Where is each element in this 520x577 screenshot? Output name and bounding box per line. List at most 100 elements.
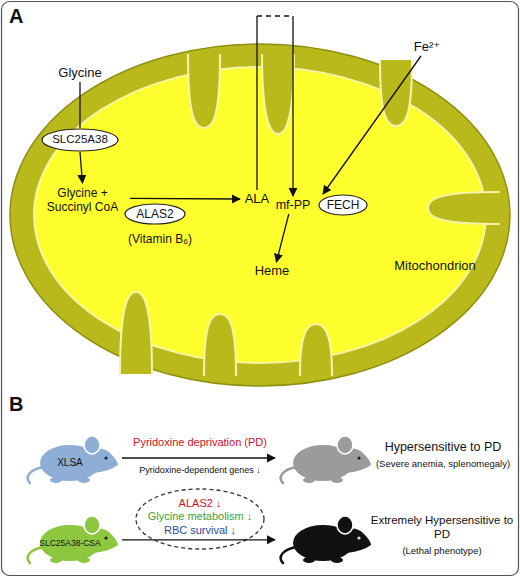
panel-letter: A (9, 4, 39, 28)
connector (257, 16, 293, 196)
mouse-tail (281, 547, 297, 563)
connector (122, 539, 275, 540)
crista-edge (204, 314, 236, 376)
effects-oval: ALAS2 ↓Glycine metabolism ↓RBC survival … (135, 488, 265, 550)
connector-segment (257, 15, 293, 16)
connector-segment (79, 82, 80, 128)
metabolite-label: Glycine (52, 64, 108, 82)
crista-edge (262, 54, 294, 134)
dashed-ellipse (136, 489, 264, 549)
mouse-tail (281, 467, 297, 483)
text-box: Mitochondrion (378, 256, 492, 276)
node-text: SLC25A38 (52, 133, 108, 147)
crista-edge (428, 192, 500, 224)
mouse-model: SLC25A38-CSA (22, 505, 122, 565)
node-text: Mitochondrion (394, 258, 476, 274)
mouse-shape (275, 425, 375, 485)
node-text: SLC25A38-CSA (39, 538, 100, 548)
product-label: Heme (250, 262, 294, 280)
node-text: Extremely Hypersensitive to PD (367, 514, 517, 542)
metabolite-label: ALA (240, 190, 274, 208)
mouse-ear (337, 436, 353, 454)
metabolite-label: Fe²⁺ (412, 38, 442, 56)
connector-segment (256, 16, 257, 190)
text-box: XLSA (48, 455, 92, 471)
node-subtext: (Severe anemia, splenomegaly) (376, 458, 510, 469)
text-box: Hypersensitive to PD (Severe anemia, sple… (369, 431, 517, 479)
metabolite-label: mf-PP (272, 196, 314, 214)
connector-segment (292, 16, 293, 196)
mouse-eye (104, 456, 107, 459)
outer-membrane (10, 44, 510, 386)
node-subtext: RBC survival ↓ (164, 524, 236, 537)
text-box: ALAS2 ↓Glycine metabolism ↓RBC survival … (135, 494, 265, 540)
connector-segment (323, 56, 421, 194)
node-text: ALA (245, 191, 270, 207)
node-text: Glycine + Succinyl CoA (35, 186, 130, 215)
text-box: ALAS2 (124, 203, 186, 225)
node-text: FECH (327, 198, 360, 212)
crista (428, 192, 500, 224)
mouse-eye (357, 536, 360, 539)
mito-shape (8, 42, 512, 388)
node-text: Heme (255, 263, 290, 279)
matrix (34, 67, 486, 363)
crista (188, 54, 220, 128)
panel-letter: B (9, 392, 39, 416)
crista-edge (188, 54, 220, 128)
mitochondrion: Mitochondrion SLC25A38Glycine + Succinyl … (8, 42, 512, 388)
node-text: XLSA (57, 457, 83, 469)
mouse-shape (22, 505, 122, 565)
text-box: SLC25A38 (41, 128, 119, 152)
oval-outline (319, 195, 367, 215)
mouse-tail (28, 547, 44, 563)
mouse-shape (22, 425, 122, 485)
crista (120, 292, 152, 374)
node-text: mf-PP (276, 198, 311, 213)
mouse-model: XLSA (22, 425, 122, 485)
text-box: Extremely Hypersensitive to PD (Lethal ph… (367, 509, 517, 561)
text-box: Heme (250, 262, 294, 280)
enzyme-oval: ALAS2 (124, 203, 186, 225)
node-text: Hypersensitive to PD (385, 440, 502, 455)
transporter-oval: SLC25A38 (41, 128, 119, 152)
connector (80, 152, 83, 183)
node-text: ALAS2 (136, 207, 173, 221)
node-text: Glycine (58, 65, 101, 81)
connector-segment (276, 214, 288, 262)
text-box: mf-PP (272, 196, 314, 214)
annotation: Pyridoxine-dependent genes ↓ (110, 465, 290, 476)
text-box: Glycine + Succinyl CoA (35, 183, 130, 217)
mouse-ear (337, 516, 353, 534)
crista-edge (120, 292, 152, 374)
crista (300, 324, 332, 376)
text-box: Glycine (52, 64, 108, 82)
connector-segment (122, 539, 275, 540)
mouse-eye (104, 536, 107, 539)
mouse-ear (84, 436, 100, 454)
node-text: Fe²⁺ (414, 39, 440, 55)
oval-outline (42, 129, 118, 151)
node-text: ALAS2 ↓ (179, 497, 222, 510)
mouse-eye (357, 456, 360, 459)
enzyme-oval: FECH (318, 194, 368, 216)
crista (380, 60, 412, 126)
mouse-outcome: Hypersensitive to PD (Severe anemia, sple… (275, 425, 517, 485)
connector (130, 198, 240, 200)
crista-edge (380, 60, 412, 126)
connector-segment (122, 457, 275, 458)
mouse-tail (28, 467, 44, 483)
node-subtext: Glycine metabolism ↓ (148, 510, 253, 523)
crista (262, 54, 294, 134)
text-box: ALA (240, 190, 274, 208)
connector-segment (80, 152, 83, 183)
connector (323, 56, 421, 194)
oval-outline (125, 204, 185, 224)
text-box: SLC25A38-CSA (34, 535, 106, 551)
node-subtext: (Lethal phenotype) (402, 545, 481, 556)
connector (122, 458, 275, 459)
crista-edge (300, 324, 332, 376)
